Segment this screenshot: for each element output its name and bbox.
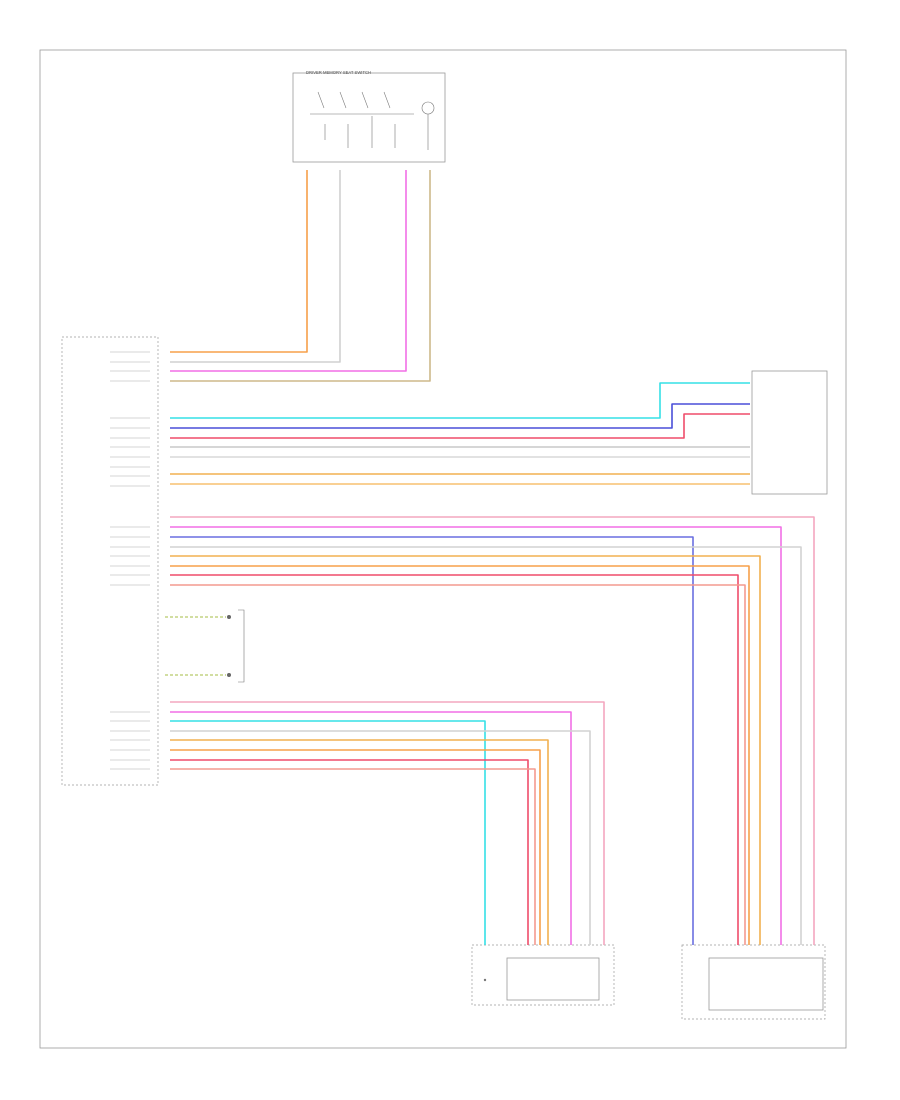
ground-icon xyxy=(227,615,231,619)
wire-gold-lm xyxy=(170,739,549,945)
wire-red-lm xyxy=(170,759,529,945)
left-mirror xyxy=(471,944,615,1006)
ground-bracket xyxy=(165,609,245,683)
right-mirror xyxy=(681,944,826,1020)
wire-gold-rm xyxy=(170,555,761,945)
wire-red-1 xyxy=(170,413,750,439)
wire-blue-1 xyxy=(170,403,750,429)
wire-blue-rm xyxy=(170,536,694,945)
wire-pink-lm xyxy=(170,701,605,945)
wire-red-rm xyxy=(170,574,739,945)
wire-cyan-1 xyxy=(170,382,750,419)
wire-magenta-lm xyxy=(170,711,572,945)
wire-orange-lm xyxy=(170,749,541,945)
wire-pink-rm xyxy=(170,516,815,945)
wire-gray-rm xyxy=(170,546,802,945)
wire-magenta-rm xyxy=(170,526,782,945)
wire-orange-rm xyxy=(170,565,750,945)
wires xyxy=(170,170,815,945)
wire-orange-switch xyxy=(170,170,308,353)
wire-cyan-lm xyxy=(170,720,486,945)
seat-module xyxy=(61,336,159,786)
wire-tan-switch xyxy=(170,170,431,382)
pin-ticks xyxy=(110,351,150,770)
wire-pink-switch xyxy=(170,170,407,372)
wire-salmon-rm xyxy=(170,584,746,945)
diagram-frame xyxy=(39,49,847,1049)
memory-switch: DRIVER MEMORY SEAT SWITCH xyxy=(292,70,446,163)
switch-contact-icon xyxy=(310,91,435,150)
right-module xyxy=(751,370,828,495)
wire-salmon-lm xyxy=(170,768,536,945)
wire-gray-switch xyxy=(170,170,341,363)
memory-switch-label: DRIVER MEMORY SEAT SWITCH xyxy=(306,70,371,75)
wire-gray-lm xyxy=(170,730,591,945)
